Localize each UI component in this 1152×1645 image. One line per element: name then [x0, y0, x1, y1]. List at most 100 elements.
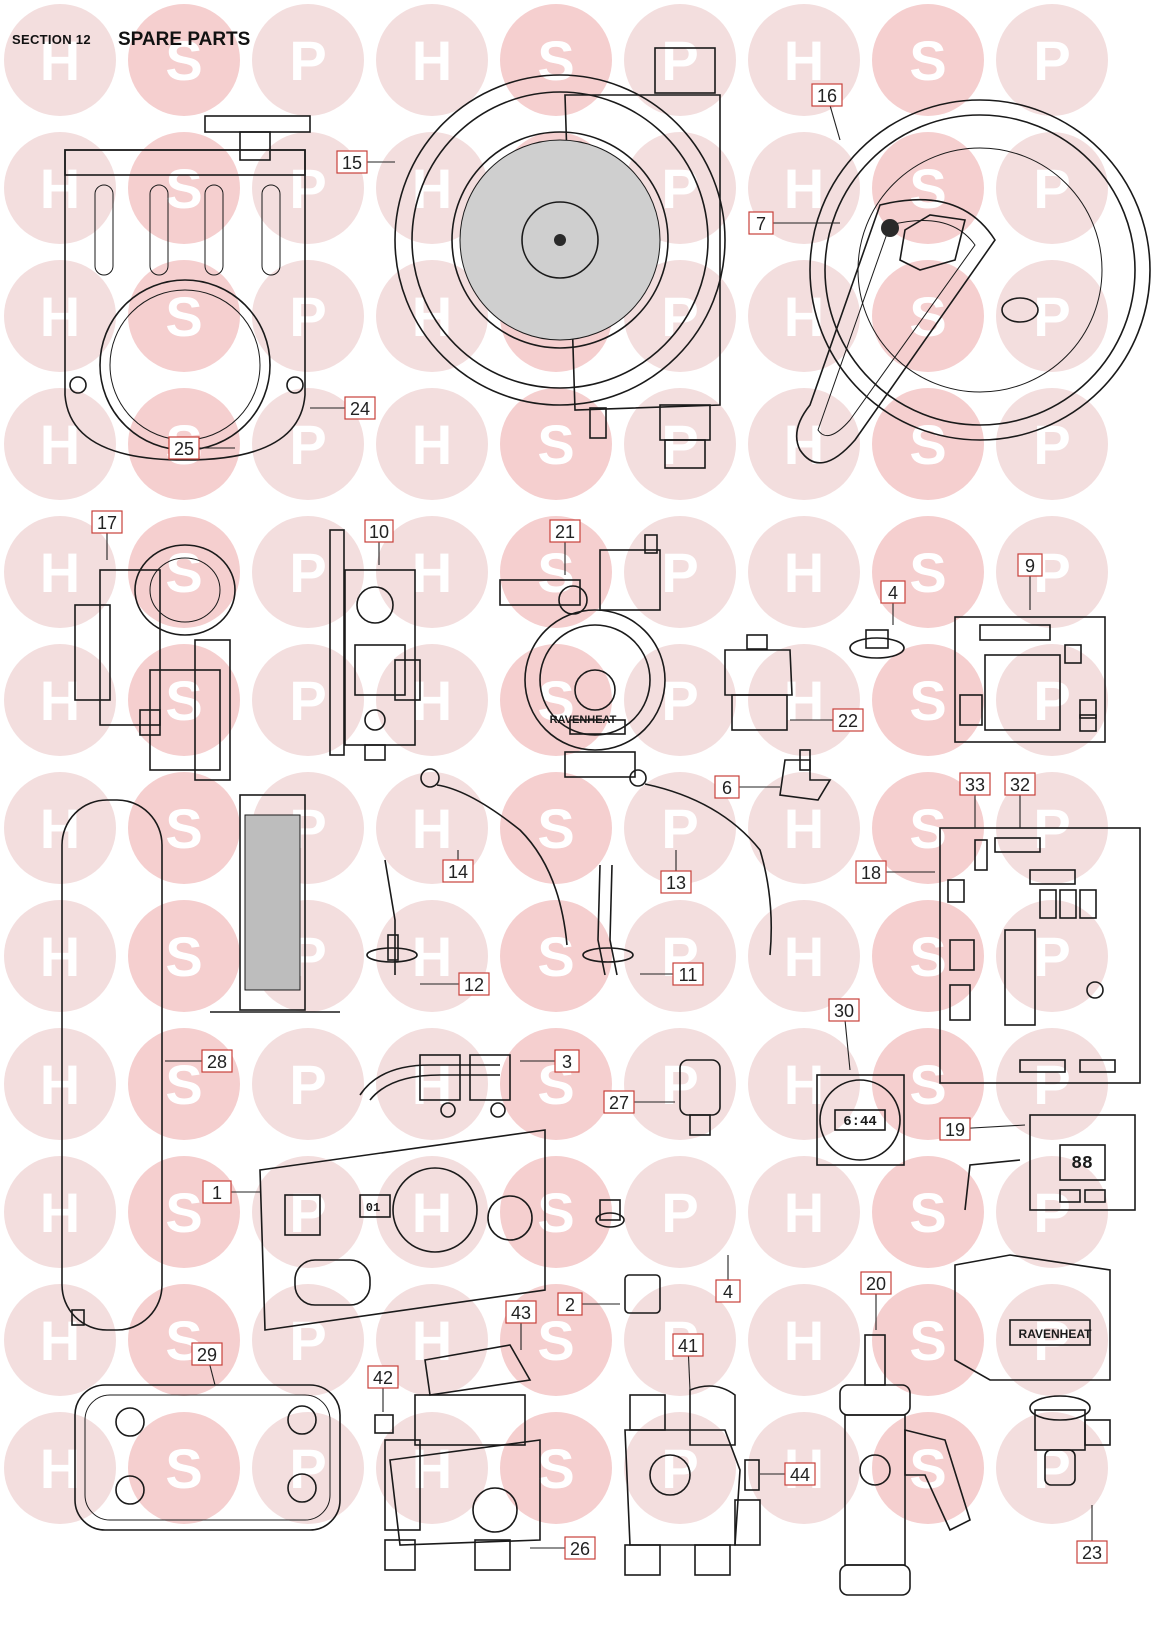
callout-box [832, 708, 864, 732]
watermark-badge: P [996, 4, 1108, 116]
watermark-letter: S [909, 925, 946, 988]
callout-box [168, 436, 200, 460]
parts-illustrations [61, 47, 1151, 1596]
watermark-badge: H [4, 4, 116, 116]
part-number: 26 [570, 1539, 590, 1559]
watermark-letter: H [412, 29, 452, 92]
watermark-badge: S [128, 644, 240, 756]
watermark-letter: P [1033, 29, 1070, 92]
callout-box [549, 519, 581, 543]
watermark-badge: P [252, 1156, 364, 1268]
watermark-badge: P [624, 772, 736, 884]
watermark-badge: P [624, 900, 736, 1012]
watermark-badge: S [500, 1412, 612, 1524]
part-number: 7 [756, 214, 766, 234]
expansion-vessel-part [61, 799, 163, 1331]
watermark-letter: H [412, 1053, 452, 1116]
part-number: 9 [1025, 556, 1035, 576]
watermark-letter: H [784, 797, 824, 860]
part-number: 20 [866, 1274, 886, 1294]
part-callout: 24 [344, 396, 376, 420]
part-number: 18 [861, 863, 881, 883]
part-number: 33 [965, 775, 985, 795]
part-callout: 16 [811, 83, 843, 107]
part-callout: 26 [564, 1536, 596, 1560]
part-number: 4 [888, 583, 898, 603]
watermark-badge: P [996, 260, 1108, 372]
watermark-badge: S [128, 772, 240, 884]
watermark-badge: P [252, 132, 364, 244]
watermark-badge: S [872, 1156, 984, 1268]
watermark-letter: H [784, 29, 824, 92]
watermark-badge: H [4, 900, 116, 1012]
watermark-letter: H [784, 541, 824, 604]
watermark-badge: H [376, 260, 488, 372]
watermark-badge: S [872, 132, 984, 244]
watermark-badge: H [4, 644, 116, 756]
watermark-badge: P [624, 516, 736, 628]
watermark-badge: S [872, 260, 984, 372]
watermark-badge: H [376, 1028, 488, 1140]
watermark-badge: H [4, 132, 116, 244]
part-callout: 25 [168, 436, 200, 460]
watermark-letter: S [909, 29, 946, 92]
watermark-letter: S [909, 1437, 946, 1500]
callout-box [442, 859, 474, 883]
callout-box [828, 998, 860, 1022]
watermark-letter: H [412, 1181, 452, 1244]
callout-box [557, 1292, 583, 1316]
part-callout: 33 [959, 772, 991, 796]
watermark-badge: H [376, 4, 488, 116]
display-readout: 01 [366, 1201, 380, 1215]
callout-box [672, 1333, 704, 1357]
watermark-badge: S [872, 516, 984, 628]
callout-box [201, 1049, 233, 1073]
watermark-badge: S [128, 1284, 240, 1396]
watermark-badge: P [624, 644, 736, 756]
watermark-badge: P [996, 1028, 1108, 1140]
watermark-badge: S [128, 132, 240, 244]
watermark-letter: S [537, 925, 574, 988]
watermark-letter: S [537, 1437, 574, 1500]
watermark-letter: P [289, 541, 326, 604]
watermark-badge: P [252, 388, 364, 500]
part-number: 3 [562, 1052, 572, 1072]
watermark-letter: P [1033, 1437, 1070, 1500]
temperature-controls-part [359, 1054, 511, 1118]
display-pcb-part [964, 1114, 1136, 1211]
callout-box [672, 962, 704, 986]
watermark-letter: H [412, 1437, 452, 1500]
watermark-badge: H [4, 516, 116, 628]
callout-box [458, 972, 490, 996]
watermark-letter: H [40, 797, 80, 860]
display-readout: 6:44 [843, 1114, 877, 1130]
watermark-letter: H [784, 413, 824, 476]
watermark-badge: S [128, 1028, 240, 1140]
part-callout: 11 [672, 962, 704, 986]
display-readout: 88 [1071, 1154, 1093, 1174]
watermark-letter: H [412, 541, 452, 604]
brand-label: RAVENHEAT [1019, 1327, 1093, 1341]
watermark-letter: S [537, 29, 574, 92]
part-callout: 1 [202, 1180, 232, 1204]
watermark-badge: P [624, 4, 736, 116]
part-number: 10 [369, 522, 389, 542]
watermark-badge: H [376, 1284, 488, 1396]
watermark-badge: S [128, 516, 240, 628]
watermark-letter: S [909, 413, 946, 476]
watermark-badge: P [624, 1156, 736, 1268]
watermark-badge: S [128, 1412, 240, 1524]
part-callout: 19 [939, 1117, 971, 1141]
watermark-letter: S [537, 1309, 574, 1372]
condensate-trap-part [839, 1334, 971, 1596]
flow-sensor-part [744, 1459, 760, 1491]
watermark-letter: H [40, 669, 80, 732]
watermark-letter: S [909, 541, 946, 604]
watermark-letter: S [165, 157, 202, 220]
part-callout: 14 [442, 859, 474, 883]
watermark-badge: H [4, 772, 116, 884]
watermark-letter: S [909, 157, 946, 220]
part-number: 21 [555, 522, 575, 542]
pressure-gauge-part [1029, 1395, 1111, 1486]
part-number: 19 [945, 1120, 965, 1140]
